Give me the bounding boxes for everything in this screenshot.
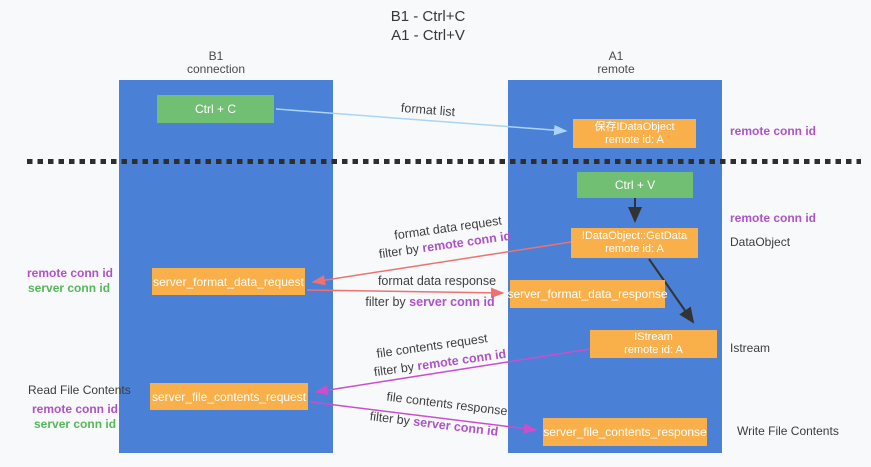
arrow-getdata-to-istream — [648, 258, 695, 324]
server-file-contents-response-label: server_file_contents_response — [543, 425, 707, 439]
title-line-2: A1 - Ctrl+V — [391, 27, 465, 44]
istream-box: IStream remote id: A — [590, 330, 717, 358]
ctrl-c-label: Ctrl + C — [194, 102, 236, 116]
title-line-1: B1 - Ctrl+C — [390, 8, 466, 25]
right-lifeline-role: remote — [597, 62, 635, 76]
server-format-data-response-box: server_format_data_response — [507, 280, 668, 308]
istream-side-label: Istream — [730, 341, 771, 355]
left-server-conn-id-label-1: server conn id — [28, 281, 111, 295]
istream-line2: remote id: A — [624, 344, 683, 356]
getdata-line1: IDataObject::GetData — [581, 230, 688, 242]
clipboard-boundary-divider — [27, 159, 861, 164]
istream-line1: IStream — [634, 331, 673, 343]
getdata-box: IDataObject::GetData remote id: A — [571, 228, 698, 258]
left-lifeline-header: B1 connection — [146, 50, 286, 76]
ctrl-v-label: Ctrl + V — [614, 178, 656, 192]
arrow-file-contents-response — [310, 401, 538, 434]
left-remote-conn-id-label-1: remote conn id — [27, 266, 114, 280]
getdata-line2: remote id: A — [605, 243, 664, 255]
right-lifeline-name: A1 — [608, 49, 624, 63]
server-format-data-request-label: server_format_data_request — [153, 274, 304, 289]
filter-by-text: filter by — [365, 295, 406, 309]
right-lifeline-header: A1 remote — [546, 50, 686, 76]
format-data-response-label: format data response — [377, 274, 497, 288]
left-lifeline-name: B1 — [208, 49, 224, 63]
write-file-contents-label: Write File Contents — [737, 424, 839, 438]
server-file-contents-request-box: server_file_contents_request — [150, 383, 308, 410]
save-dataobject-box: 保存IDataObject remote id: A — [573, 119, 696, 148]
arrow-format-data-response — [306, 287, 505, 299]
server-conn-id-text: server conn id — [409, 295, 495, 309]
left-lifeline-role: connection — [186, 62, 246, 76]
arrow-format-data-request — [311, 241, 572, 286]
arrow-file-contents-request — [314, 348, 591, 396]
dataobject-label: DataObject — [730, 235, 791, 249]
server-file-contents-request-label: server_file_contents_request — [151, 389, 307, 404]
ctrl-v-box: Ctrl + V — [577, 172, 693, 198]
server-format-data-response-label: server_format_data_response — [507, 287, 668, 301]
arrow-format-list — [275, 108, 568, 136]
right-remote-conn-id-label-1: remote conn id — [730, 124, 817, 138]
filter-by-server-conn-id-label-1: filter by server conn id — [365, 295, 494, 309]
right-remote-conn-id-label-2: remote conn id — [730, 211, 817, 225]
read-file-contents-label: Read File Contents — [28, 383, 131, 397]
server-format-data-request-box: server_format_data_request — [152, 268, 305, 295]
save-dataobject-line2: remote id: A — [605, 133, 664, 146]
page-title: B1 - Ctrl+C A1 - Ctrl+V — [318, 7, 538, 45]
save-dataobject-line1: 保存IDataObject — [594, 120, 675, 133]
left-server-conn-id-label-2: server conn id — [34, 417, 117, 431]
server-file-contents-response-box: server_file_contents_response — [543, 418, 707, 446]
left-remote-conn-id-label-2: remote conn id — [32, 402, 119, 416]
ctrl-c-box: Ctrl + C — [157, 95, 274, 123]
